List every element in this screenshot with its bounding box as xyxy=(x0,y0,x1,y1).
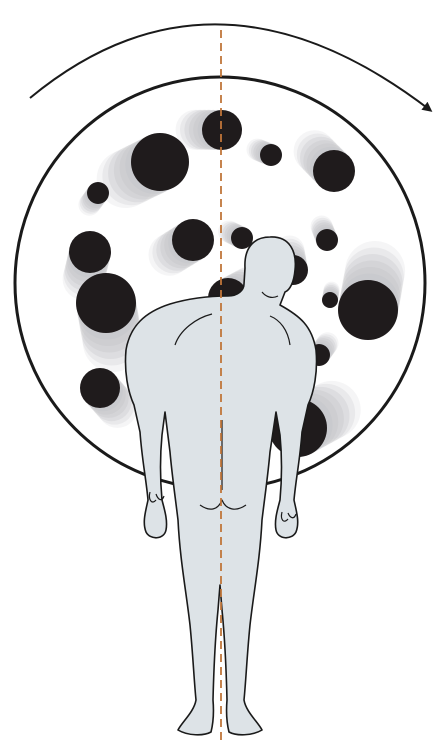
drum-dot-body xyxy=(87,182,109,204)
drum-dot-body xyxy=(76,273,136,333)
drum-dot-body xyxy=(131,133,189,191)
drum-dot-body xyxy=(338,280,398,340)
drum-dot-body xyxy=(316,229,338,251)
drum-dot-body xyxy=(69,231,111,273)
drum-dot-body xyxy=(313,150,355,192)
drum-dot-body xyxy=(80,368,120,408)
drum-dot-body xyxy=(260,144,282,166)
drum-dot xyxy=(176,110,242,150)
drum-dot-body xyxy=(322,292,338,308)
drum-dot-body xyxy=(202,110,242,150)
drum-dot-body xyxy=(172,219,214,261)
